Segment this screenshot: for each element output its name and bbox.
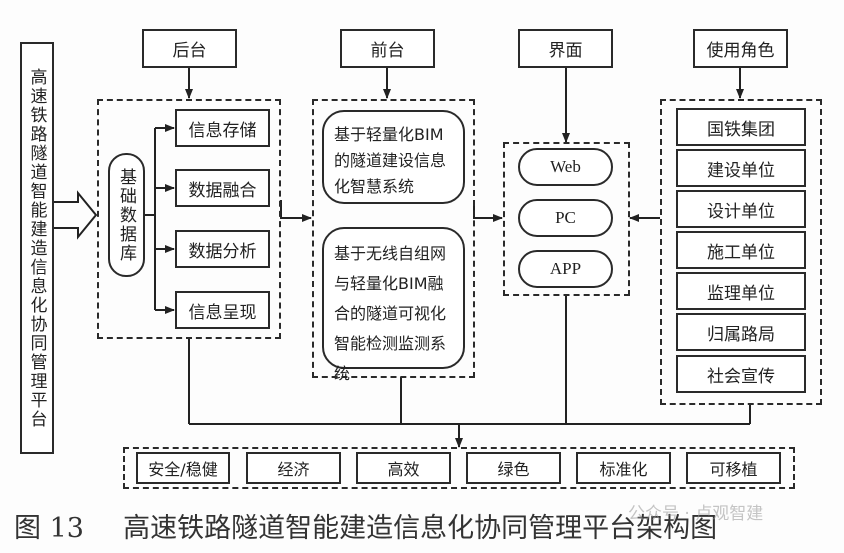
arrow-backend-to-frontend (280, 200, 312, 222)
backend-function-analysis: 数据分析 (175, 230, 270, 268)
frontend-system-monitoring: 基于无线自组网与轻量化BIM融合的隧道可视化智能检测监测系统 (322, 227, 465, 383)
role-item: 归属路局 (676, 313, 806, 351)
goal-item: 安全/稳健 (136, 452, 230, 484)
goal-item: 高效 (356, 452, 451, 484)
role-item: 监理单位 (676, 272, 806, 310)
role-item: 施工单位 (676, 231, 806, 269)
goal-item: 经济 (246, 452, 341, 484)
database-node: 基础数据库 (108, 153, 145, 277)
role-item: 设计单位 (676, 190, 806, 228)
roles-header: 使用角色 (693, 29, 788, 68)
platform-title: 高速铁路隧道智能建造信息化协同管理平台 (26, 67, 47, 429)
interface-header: 界面 (518, 29, 613, 68)
role-item: 国铁集团 (676, 108, 806, 146)
interface-pc: PC (518, 199, 613, 237)
figure-title: 高速铁路隧道智能建造信息化协同管理平台架构图 (123, 513, 718, 544)
interface-app: APP (518, 250, 613, 288)
platform-title-box: 高速铁路隧道智能建造信息化协同管理平台 (20, 42, 54, 454)
backend-group (97, 99, 281, 339)
hollow-arrow (54, 190, 98, 240)
role-item: 建设单位 (676, 149, 806, 187)
arrow-frontend-to-interface (473, 200, 503, 222)
watermark: 公众号 · 卢观智建 (628, 504, 764, 524)
goals-group (123, 447, 795, 489)
interface-group (503, 142, 630, 296)
backend-function-fusion: 数据融合 (175, 169, 270, 207)
backend-function-presentation: 信息呈现 (175, 291, 270, 329)
frontend-group (312, 99, 475, 378)
goal-item: 绿色 (466, 452, 561, 484)
figure-caption: 图 13 高速铁路隧道智能建造信息化协同管理平台架构图 (14, 506, 717, 545)
backend-header: 后台 (142, 29, 237, 68)
backend-function-storage: 信息存储 (175, 109, 270, 147)
roles-group (660, 99, 822, 405)
figure-number: 图 13 (14, 513, 84, 544)
role-item: 社会宣传 (676, 355, 806, 393)
frontend-header: 前台 (340, 29, 435, 68)
interface-web: Web (518, 148, 613, 186)
goal-item: 标准化 (576, 452, 671, 484)
goal-item: 可移植 (686, 452, 781, 484)
frontend-system-bim: 基于轻量化BIM的隧道建设信息化智慧系统 (322, 110, 465, 204)
